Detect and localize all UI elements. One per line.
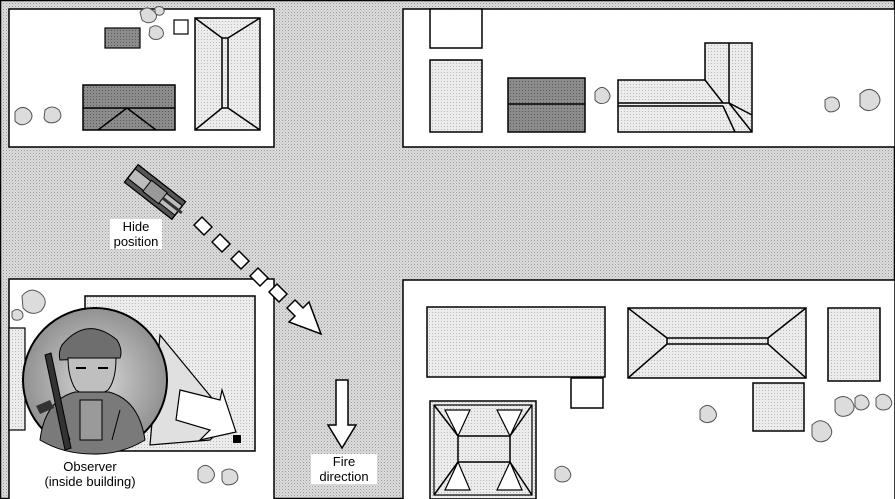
building-small-dark — [105, 28, 140, 48]
hide-position-label: Hide position — [110, 219, 162, 249]
building-long-flat — [427, 307, 605, 377]
building-hip-roof-horizontal — [628, 308, 806, 378]
building-small-white — [430, 9, 482, 48]
building-shed-square — [571, 378, 603, 408]
observer-position-marker — [233, 435, 241, 443]
building-dark-gable — [83, 85, 175, 130]
soldier-observer-icon — [23, 308, 167, 454]
building-double-hip — [430, 401, 536, 499]
building-small-light — [828, 308, 880, 381]
building-rect-light — [430, 60, 482, 132]
building-hip-roof-vertical — [195, 18, 260, 130]
building-dark-flat — [508, 78, 585, 132]
observer-label: Observer (inside building) — [30, 459, 150, 489]
building-shed — [174, 20, 188, 34]
fire-direction-label: Fire direction — [311, 454, 377, 484]
building-square-light — [753, 383, 804, 431]
